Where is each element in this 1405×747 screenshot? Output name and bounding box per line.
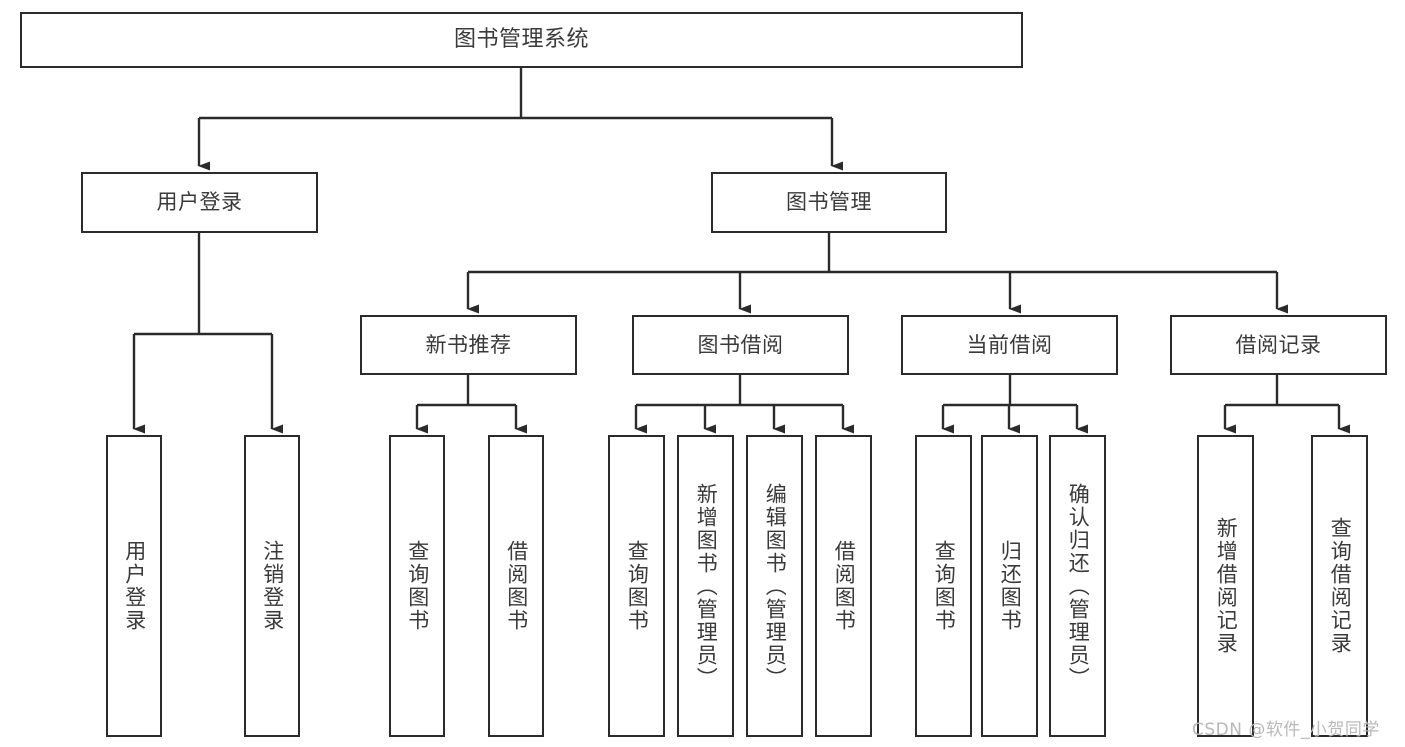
node-book-management-label: 图书管理 bbox=[786, 190, 872, 215]
node-new-book-recommend[interactable]: 新书推荐 bbox=[360, 315, 577, 375]
leaf-borrow-record-add[interactable]: 新增借阅记录 bbox=[1197, 435, 1254, 737]
leaf-user-login-login[interactable]: 用户登录 bbox=[106, 435, 162, 737]
leaf-borrow-record-query[interactable]: 查询借阅记录 bbox=[1311, 435, 1368, 737]
leaf-current-borrow-confirm[interactable]: 确认归还（管理员） bbox=[1049, 435, 1106, 737]
leaf-label: 注销登录 bbox=[260, 540, 285, 632]
leaf-label: 编辑图书（管理员） bbox=[763, 482, 788, 690]
leaf-user-login-logout[interactable]: 注销登录 bbox=[244, 435, 300, 737]
leaf-label: 查询图书 bbox=[625, 540, 650, 632]
watermark: CSDN @软件_小贺同学 bbox=[1192, 720, 1380, 740]
leaf-book-borrow-query[interactable]: 查询图书 bbox=[608, 435, 665, 737]
leaf-book-borrow-edit[interactable]: 编辑图书（管理员） bbox=[746, 435, 803, 737]
node-book-borrow-label: 图书借阅 bbox=[697, 332, 784, 357]
node-current-borrow-label: 当前借阅 bbox=[966, 332, 1053, 357]
node-borrow-record[interactable]: 借阅记录 bbox=[1170, 315, 1387, 375]
node-current-borrow[interactable]: 当前借阅 bbox=[901, 315, 1118, 375]
leaf-label: 查询图书 bbox=[932, 540, 957, 632]
leaf-label: 查询借阅记录 bbox=[1328, 517, 1353, 655]
node-book-management[interactable]: 图书管理 bbox=[711, 172, 947, 233]
leaf-label: 新增借阅记录 bbox=[1214, 517, 1239, 655]
leaf-book-borrow-add[interactable]: 新增图书（管理员） bbox=[677, 435, 734, 737]
leaf-label: 确认归还（管理员） bbox=[1066, 482, 1091, 690]
leaf-label: 查询图书 bbox=[405, 540, 430, 632]
node-user-login[interactable]: 用户登录 bbox=[81, 172, 318, 233]
leaf-label: 借阅图书 bbox=[832, 540, 857, 632]
node-root-label: 图书管理系统 bbox=[453, 27, 589, 53]
leaf-label: 归还图书 bbox=[998, 540, 1023, 632]
leaf-label: 用户登录 bbox=[122, 540, 147, 632]
leaf-book-borrow-borrow[interactable]: 借阅图书 bbox=[815, 435, 872, 737]
leaf-label: 借阅图书 bbox=[504, 540, 529, 632]
node-root[interactable]: 图书管理系统 bbox=[20, 12, 1023, 68]
node-new-book-recommend-label: 新书推荐 bbox=[425, 332, 512, 357]
node-user-login-label: 用户登录 bbox=[156, 190, 243, 215]
leaf-new-book-query[interactable]: 查询图书 bbox=[389, 435, 445, 737]
node-borrow-record-label: 借阅记录 bbox=[1235, 332, 1322, 357]
leaf-label: 新增图书（管理员） bbox=[694, 482, 719, 690]
leaf-current-borrow-query[interactable]: 查询图书 bbox=[915, 435, 972, 737]
leaf-new-book-borrow[interactable]: 借阅图书 bbox=[488, 435, 544, 737]
node-book-borrow[interactable]: 图书借阅 bbox=[632, 315, 849, 375]
leaf-current-borrow-return[interactable]: 归还图书 bbox=[981, 435, 1038, 737]
